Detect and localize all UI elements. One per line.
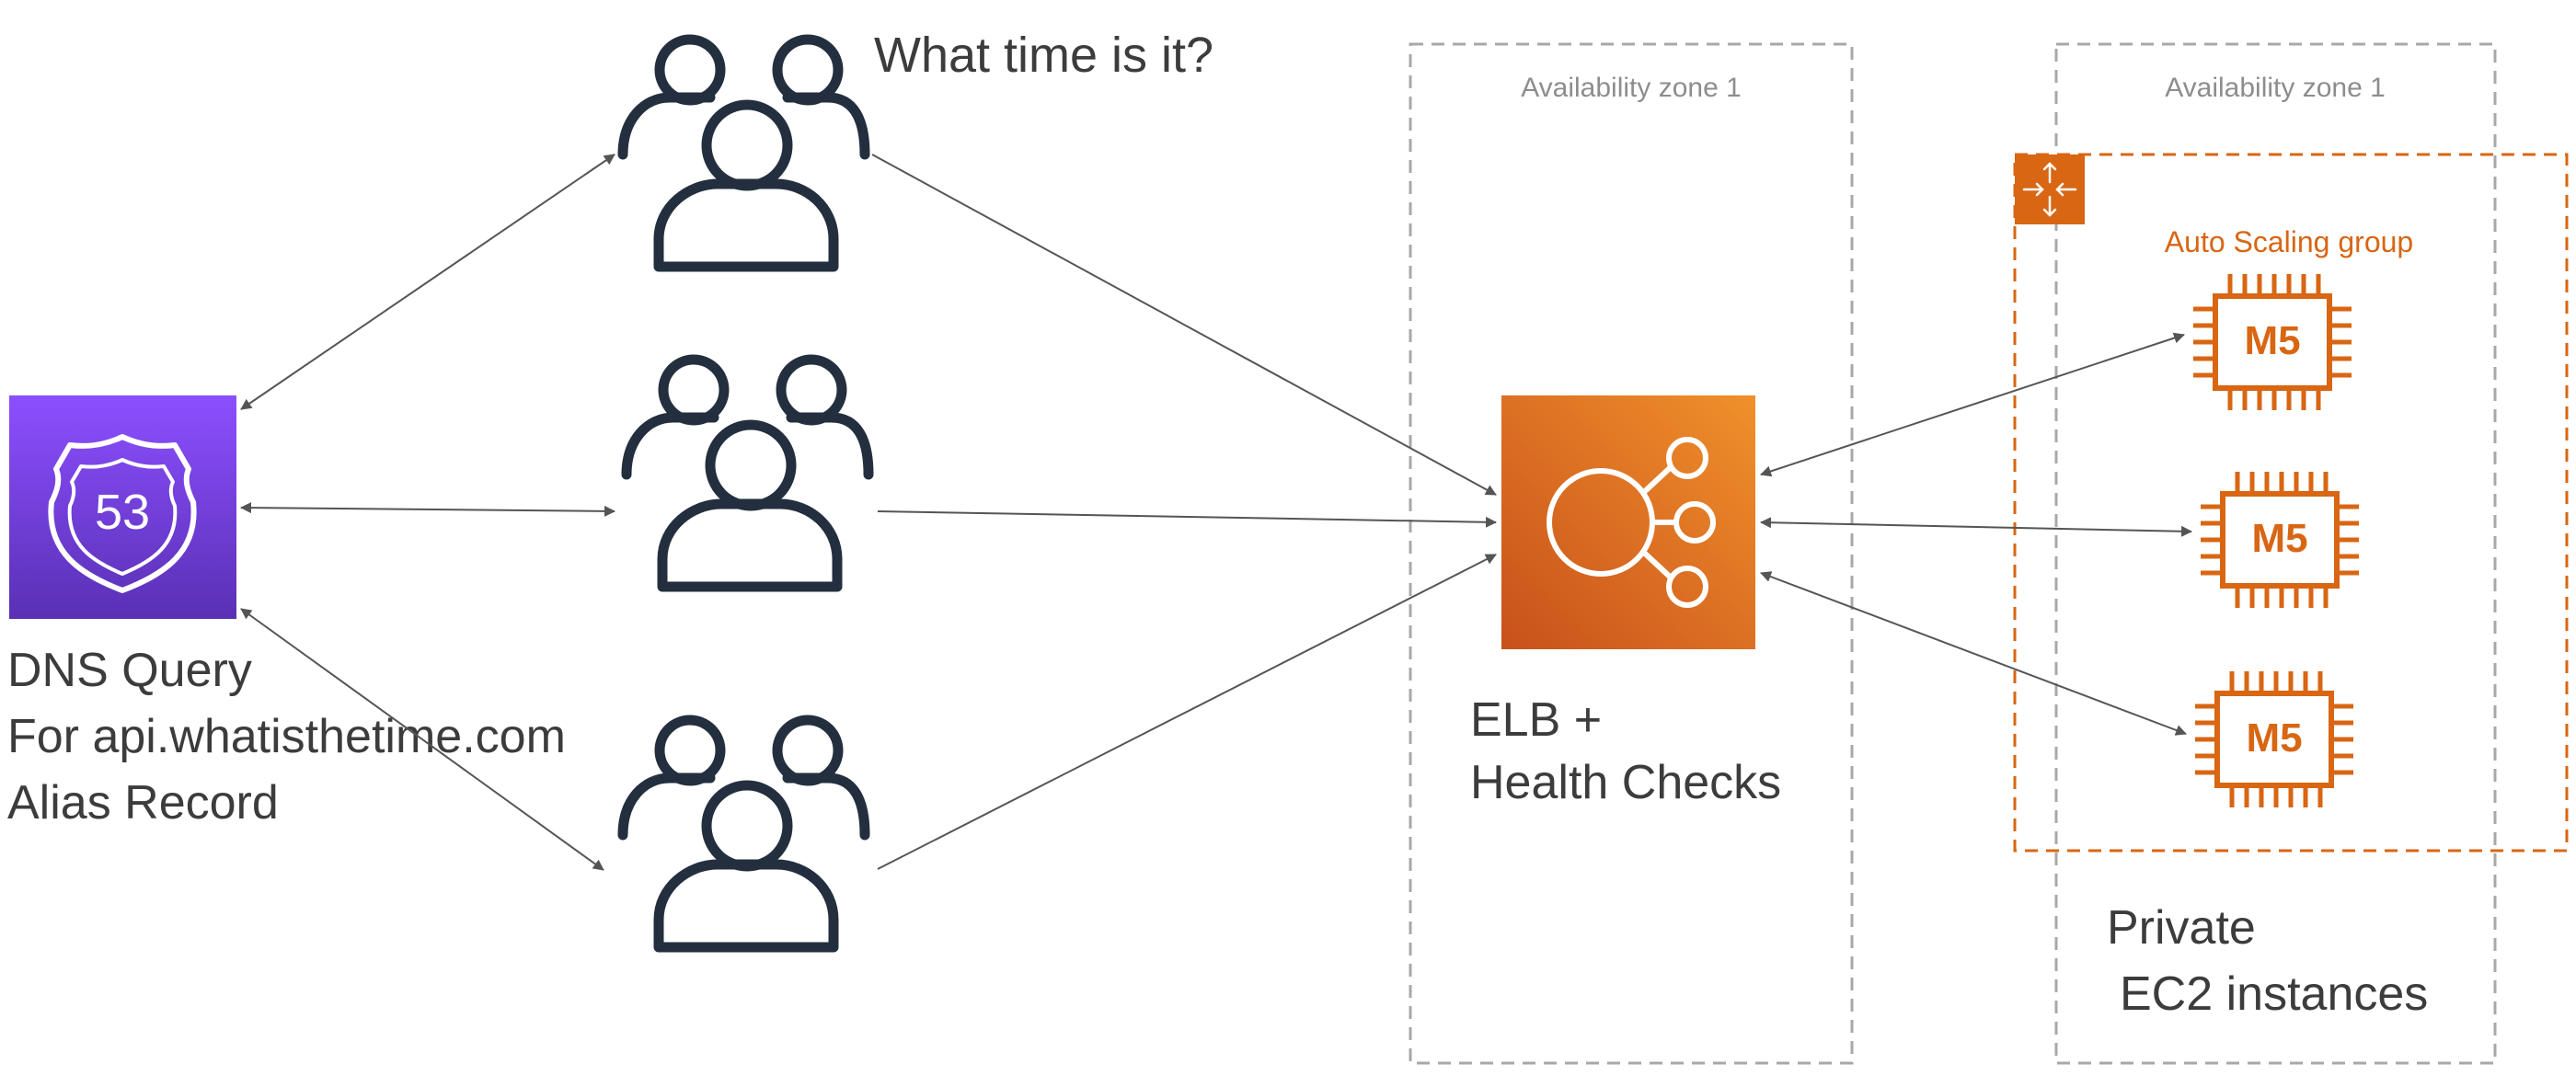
auto-scaling-icon <box>2015 154 2085 224</box>
caption-line: DNS Query <box>7 644 252 697</box>
route53-badge: 53 <box>95 485 150 540</box>
connector-arrow <box>240 502 615 517</box>
instance-label: M5 <box>2244 318 2300 363</box>
instance-label: M5 <box>2251 516 2307 561</box>
elb-caption: ELB + Health Checks <box>1470 693 1781 809</box>
connector-arrow <box>871 154 1497 496</box>
ec2-m5-instance-icon <box>2193 274 2352 410</box>
route53-tile <box>9 395 236 619</box>
connector-arrow <box>877 510 1497 528</box>
users-group-icon <box>623 720 865 947</box>
caption-line: Health Checks <box>1470 756 1781 809</box>
instance-label: M5 <box>2246 715 2302 761</box>
connector-arrow <box>877 554 1497 870</box>
caption-line: For api.whatisthetime.com <box>7 710 566 763</box>
elb-tile <box>1501 395 1755 649</box>
availability-zone-1: Availability zone 1 <box>1409 42 1854 1065</box>
connectors <box>240 154 2192 871</box>
connector-arrow <box>1760 332 2185 477</box>
availability-zone-2: Availability zone 1 <box>2054 42 2497 1065</box>
caption-line: ELB + <box>1470 693 1602 747</box>
users-group-icon <box>617 34 870 272</box>
connector-arrow <box>240 608 604 871</box>
zone-label: Availability zone 1 <box>2165 73 2386 103</box>
caption-line: EC2 instances <box>2120 967 2428 1021</box>
private-caption: Private EC2 instances <box>2107 901 2428 1021</box>
route53-node: 53 DNS Query For api.whatisthetime.com A… <box>7 395 579 830</box>
caption-line: Private <box>2107 901 2256 955</box>
auto-scaling-group-label: Auto Scaling group <box>2165 225 2413 258</box>
zone-label: Availability zone 1 <box>1521 73 1742 103</box>
elb-node: ELB + Health Checks <box>1470 395 1781 809</box>
connector-arrow <box>1760 571 2187 736</box>
auto-scaling-group: Auto Scaling group <box>2013 153 2569 852</box>
question-text: What time is it? <box>874 28 1213 83</box>
route53-caption: DNS Query For api.whatisthetime.com Alia… <box>7 644 579 830</box>
route53-shield-icon: 53 <box>48 434 197 593</box>
connector-arrow <box>1760 517 2192 537</box>
caption-line: Alias Record <box>7 776 279 830</box>
load-balancer-icon <box>1547 437 1716 608</box>
users-group-icon <box>627 360 868 587</box>
connector-arrow <box>240 154 615 410</box>
